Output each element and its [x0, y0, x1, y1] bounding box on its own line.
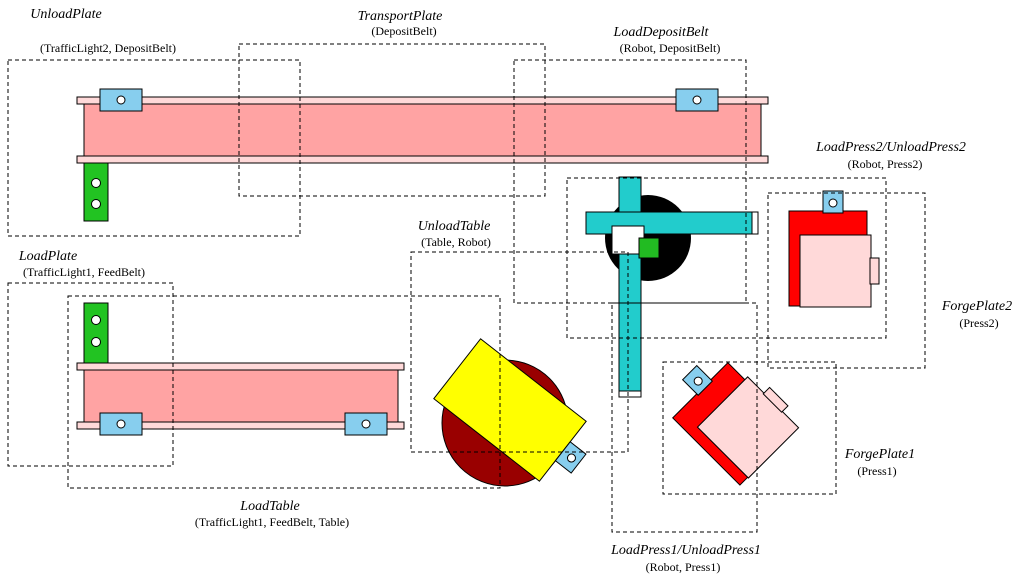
- zone-forge-plate1: [662, 361, 837, 495]
- label-unload-plate-title: UnloadPlate: [30, 7, 102, 22]
- robot-arm-vertical-tip: [618, 390, 642, 398]
- press-1-sensor: [681, 364, 714, 396]
- robot-arm-horizontal: [585, 211, 755, 235]
- rotary-table-sensor: [554, 441, 587, 474]
- feed-belt-sensor-left: [99, 412, 143, 436]
- traffic-light-2: [83, 162, 109, 222]
- label-unload-plate-deps: (TrafficLight2, DepositBelt): [40, 41, 176, 55]
- deposit-belt-rail-top: [76, 96, 769, 105]
- deposit-belt-sensor-right: [675, 88, 719, 112]
- zone-transport-plate: [238, 43, 546, 197]
- zone-load-table: [67, 295, 501, 489]
- feed-belt-rail-bottom: [76, 421, 405, 430]
- label-forge-plate1-deps: (Press1): [857, 464, 896, 478]
- label-load-plate-title: LoadPlate: [18, 249, 77, 264]
- press-1: [672, 362, 800, 486]
- zone-load-press2: [566, 177, 887, 339]
- zone-forge-plate2: [767, 192, 926, 369]
- label-load-deposit-belt-deps: (Robot, DepositBelt): [620, 41, 721, 55]
- label-load-table-deps: (TrafficLight1, FeedBelt, Table): [195, 515, 349, 529]
- label-unload-table-deps: (Table, Robot): [421, 235, 491, 249]
- label-forge-plate2-deps: (Press2): [959, 316, 998, 330]
- label-forge-plate2-title: ForgePlate2: [941, 299, 1012, 314]
- label-forge-plate1-title: ForgePlate1: [844, 447, 915, 462]
- feed-belt-rail-top: [76, 362, 405, 371]
- label-load-plate-deps: (TrafficLight1, FeedBelt): [23, 265, 145, 279]
- label-load-press2-deps: (Robot, Press2): [848, 157, 923, 171]
- label-load-table-title: LoadTable: [239, 499, 299, 514]
- deposit-belt-sensor-left: [99, 88, 143, 112]
- zone-load-plate: [7, 282, 174, 467]
- deposit-belt-rail-bottom: [76, 155, 769, 164]
- robot-gripper: [638, 237, 660, 259]
- robot-arm-horizontal-tip: [751, 211, 759, 235]
- zone-unload-plate: [7, 59, 301, 237]
- label-unload-table-title: UnloadTable: [418, 219, 491, 234]
- deposit-belt-surface: [83, 103, 762, 157]
- label-load-press1-title: LoadPress1/UnloadPress1: [610, 543, 761, 558]
- zone-load-press1: [611, 302, 758, 533]
- label-transport-plate-title: TransportPlate: [358, 9, 443, 24]
- deposit-belt: [76, 88, 769, 222]
- press-1-handle: [762, 386, 789, 413]
- robot-arm-vertical: [618, 176, 642, 394]
- zone-unload-table: [410, 251, 629, 453]
- press-2: [788, 190, 880, 308]
- feed-belt: [76, 302, 405, 436]
- rotary-table: [433, 338, 587, 487]
- press-2-plate: [799, 234, 872, 308]
- label-transport-plate-deps: (DepositBelt): [371, 24, 436, 38]
- feed-belt-sensor-right: [344, 412, 388, 436]
- press-2-handle: [869, 257, 880, 285]
- traffic-light-1: [83, 302, 109, 364]
- press-2-sensor: [822, 190, 844, 214]
- label-load-press2-title: LoadPress2/UnloadPress2: [815, 140, 966, 155]
- label-load-deposit-belt-title: LoadDepositBelt: [613, 25, 710, 40]
- robot: [585, 176, 759, 398]
- label-load-press1-deps: (Robot, Press1): [646, 560, 721, 574]
